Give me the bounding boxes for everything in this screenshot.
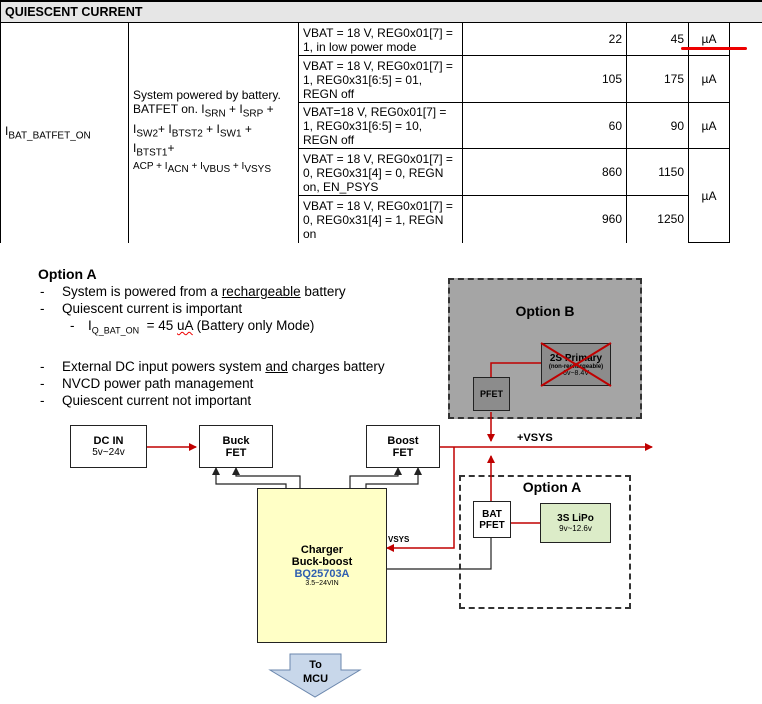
wire-charger-batfet xyxy=(387,538,492,570)
option-a-region xyxy=(459,475,631,609)
list-item: -System is powered from a rechargeable b… xyxy=(40,284,346,299)
notes-title: Option A xyxy=(38,266,97,282)
typ-value: 105 xyxy=(544,55,627,103)
parameter-description: System powered by battery. BATFET on. IS… xyxy=(128,22,299,243)
vsys-label: VSYS xyxy=(388,535,410,544)
list-item: -Quiescent current not important xyxy=(40,392,252,408)
wire-charger-buck-1 xyxy=(212,467,287,488)
option-a-title: Option A xyxy=(522,479,582,495)
unit-cell: µA xyxy=(688,55,730,103)
dc-in-box: DC IN 5v~24v xyxy=(70,425,147,468)
wire-charger-buck-2 xyxy=(232,467,301,488)
highlight-underline xyxy=(681,47,747,50)
max-value: 175 xyxy=(626,55,689,103)
bat-pfet-box: BAT PFET xyxy=(473,501,511,538)
typ-value: 960 xyxy=(544,195,627,243)
buck-fet-box: Buck FET xyxy=(199,425,273,468)
section-title: QUIESCENT CURRENT xyxy=(0,0,762,23)
option-b-title: Option B xyxy=(515,303,575,319)
quiescent-current-table: QUIESCENT CURRENT IBAT_BATFET_ON System … xyxy=(0,0,762,243)
wire-charger-boost-2 xyxy=(365,467,422,488)
condition-cell: VBAT = 18 V, REG0x01[7] =0, REG0x31[4] =… xyxy=(298,195,463,243)
charger-box: Charger Buck-boost BQ25703A 3.5~24VIN xyxy=(257,488,387,643)
max-value: 90 xyxy=(626,102,689,149)
option-b-pfet-box: PFET xyxy=(473,377,510,411)
condition-cell: VBAT=18 V, REG0x01[7] =1, REG0x31[6:5] =… xyxy=(298,102,463,149)
list-subitem: -IQ_BAT_ON = 45 uA (Battery only Mode) xyxy=(70,318,315,336)
lipo-box: 3S LiPo 9v~12.6v xyxy=(540,503,611,543)
parameter-symbol: IBAT_BATFET_ON xyxy=(0,22,129,243)
condition-cell: VBAT = 18 V, REG0x01[7] =1, REG0x31[6:5]… xyxy=(298,55,463,103)
list-item: -NVCD power path management xyxy=(40,375,254,391)
mcu-label: To MCU xyxy=(302,659,329,685)
list-item: -External DC input powers system and cha… xyxy=(40,358,385,374)
wire-vsys-charger xyxy=(386,447,455,552)
wire-cell-pfet xyxy=(490,362,541,377)
mcu-arrow xyxy=(268,653,362,698)
unit-cell: µA xyxy=(688,148,730,243)
vsys-rail-label: +VSYS xyxy=(517,432,553,444)
typ-value: 22 xyxy=(544,22,627,56)
wire-charger-boost-1 xyxy=(349,467,402,488)
list-item: -Quiescent current is important xyxy=(40,301,243,316)
option-a-notes: Option A -System is powered from a recha… xyxy=(38,266,385,409)
primary-cell-box: 2S Primary (non-rechargeable) 6v~8.4V xyxy=(541,343,611,386)
boost-fet-box: Boost FET xyxy=(366,425,440,468)
max-value: 1250 xyxy=(626,195,689,243)
typ-value: 60 xyxy=(544,102,627,149)
condition-cell: VBAT = 18 V, REG0x01[7] =0, REG0x31[4] =… xyxy=(298,148,463,196)
unit-cell: µA xyxy=(688,102,730,149)
